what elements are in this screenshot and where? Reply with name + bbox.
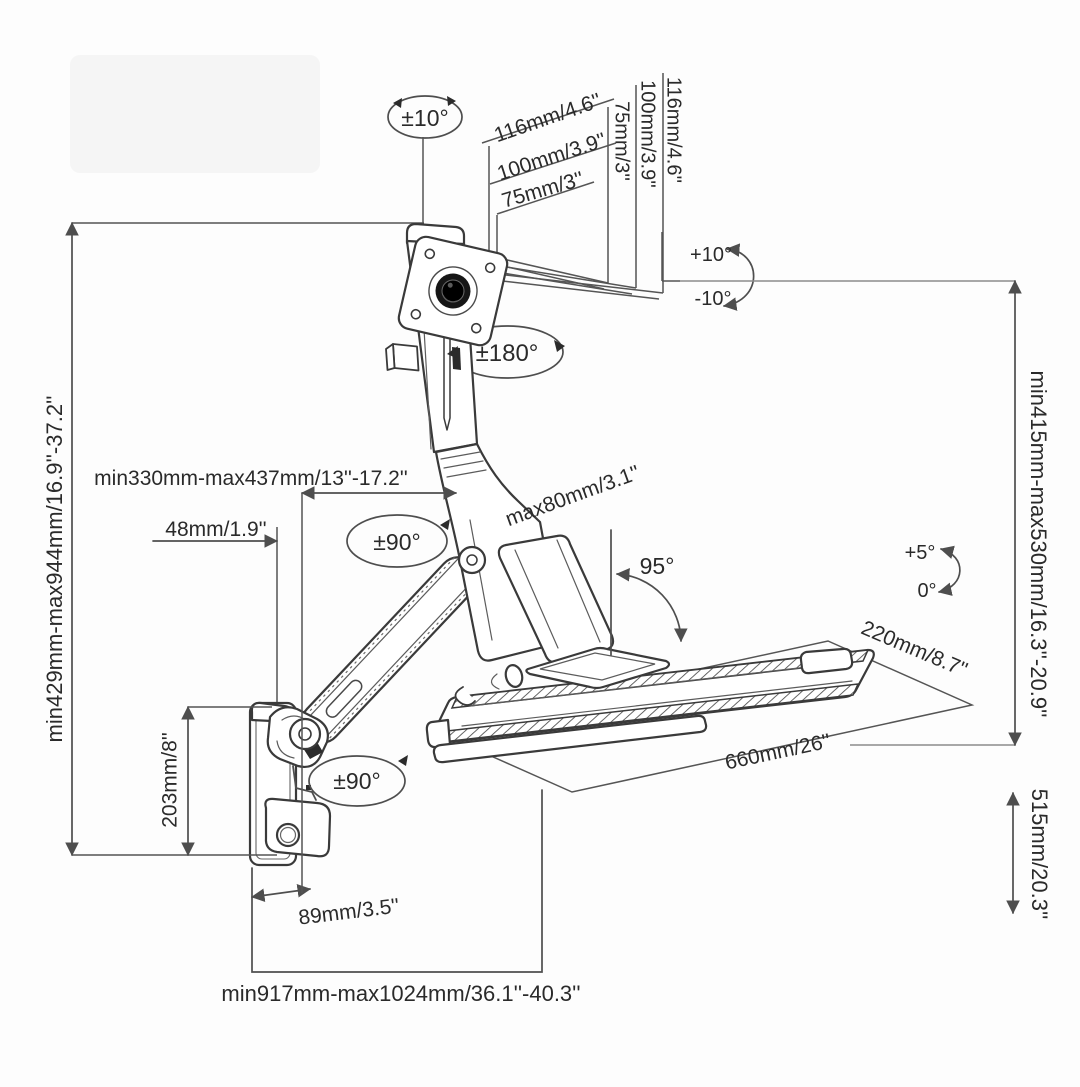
- arm-lower-joint-pin: [298, 727, 312, 741]
- tilt-arc: [722, 243, 755, 311]
- label-tray-tilt-up: +5°: [905, 542, 936, 564]
- label-height-left: min429mm-max944mm/16.9''-37.2'': [42, 396, 67, 743]
- vesa-underline-116: [481, 98, 615, 144]
- label-rotation-180: ±180°: [476, 340, 539, 367]
- boss-dot: [306, 785, 311, 790]
- ball-sheen: [442, 294, 458, 303]
- tilt-arrowhead: [447, 96, 456, 106]
- label-tray-width: 660mm/26'': [723, 730, 833, 775]
- boss-hole-inner: [279, 826, 297, 844]
- vesa-ring: [428, 266, 478, 316]
- swivel-upper-ellipse: [346, 514, 448, 568]
- label-bottom-clearance: 515mm/20.3'': [1027, 789, 1052, 920]
- label-tray-depth: 220mm/8.7'': [858, 616, 971, 681]
- label-tilt: ±10°: [401, 105, 448, 131]
- tray-mount-plate: [525, 646, 671, 690]
- tray-tilt-arc: [937, 545, 961, 596]
- gas-spring-arm: [300, 556, 480, 744]
- dim-line-total-height: [251, 789, 543, 973]
- dim-line-plate-width: [250, 883, 312, 903]
- wall-boss: [264, 797, 332, 858]
- dimension-annotations: [65, 96, 1022, 973]
- tray-left-cap: [425, 718, 452, 749]
- ball-highlight: [447, 282, 453, 288]
- vesa-screw-hole: [484, 262, 496, 274]
- label-vesa-height-116: 116mm/4.6'': [663, 77, 685, 183]
- tilt-arrowhead: [393, 98, 402, 108]
- arm-slot: [325, 679, 363, 718]
- swivel-lower-ellipse: [308, 755, 406, 807]
- vesa-leader-3: [475, 271, 664, 300]
- label-tray-angle: 95°: [640, 553, 675, 579]
- angle-95-arc: [615, 567, 688, 643]
- label-swivel-lower: ±90°: [333, 768, 380, 794]
- vesa-underline-75: [496, 181, 595, 215]
- cable-clip: [392, 343, 420, 372]
- label-wall-offset: 48mm/1.9'': [165, 518, 266, 541]
- label-tray-tilt-zero: 0°: [917, 580, 936, 602]
- label-slide: max80mm/3.1'': [502, 461, 642, 531]
- label-plate-height: 203mm/8'': [159, 732, 182, 828]
- hinge-step: [292, 765, 317, 801]
- swivel-arrowhead: [398, 755, 408, 766]
- tray-surface-lines: [461, 661, 853, 727]
- arm-shading: [324, 579, 480, 744]
- rotation-arrowhead: [447, 346, 458, 358]
- label-total-height: min917mm-max1024mm/36.1''-40.3'': [221, 981, 580, 1006]
- arm-edge-line: [321, 576, 478, 742]
- vesa-screw-hole: [470, 322, 482, 334]
- label-reach: min330mm-max437mm/13''-17.2'': [94, 467, 408, 490]
- label-vesa-height-75: 75mm/3'': [611, 101, 633, 181]
- vesa-screw-hole: [424, 248, 436, 260]
- tilt-knob: [504, 664, 524, 688]
- tray-back-rim: [450, 649, 870, 709]
- lift-link-curl-2: [490, 673, 500, 690]
- wall-mount: [248, 701, 332, 867]
- vesa-plate: [397, 235, 509, 347]
- swivel-arrowhead: [440, 519, 450, 530]
- workstation-drawing: [248, 222, 875, 867]
- cable-clip-side: [385, 343, 396, 371]
- wrist-rest-bar: [432, 714, 708, 764]
- lift-link-curl: [454, 686, 476, 706]
- label-height-right: min415mm-max530mm/16.3''-20.9'': [1026, 371, 1051, 718]
- label-swivel-upper: ±90°: [373, 529, 420, 555]
- vesa-screw-hole: [410, 308, 422, 320]
- tray-mount-plate-inner: [539, 652, 656, 681]
- arm-shading: [300, 556, 456, 721]
- label-vesa-height-100: 100mm/3.9'': [637, 80, 659, 188]
- label-plate-width: 89mm/3.5'': [297, 894, 400, 929]
- bend-inner-line: [469, 519, 493, 641]
- vesa-underline-100: [489, 142, 617, 185]
- keyboard-tray: [425, 646, 875, 764]
- scan-shading: [70, 55, 320, 173]
- label-tilt-up: +10°: [690, 244, 732, 266]
- bend-hatch: [440, 451, 487, 478]
- rotation-arrowhead: [554, 340, 565, 352]
- tilt-ellipse: [387, 95, 463, 139]
- tray-right-pad: [799, 647, 854, 675]
- label-tilt-down: -10°: [695, 288, 732, 310]
- monitor-top-tick: [661, 232, 680, 282]
- arm-upper-joint-pin: [466, 554, 478, 566]
- background-dimension-lines: [72, 73, 975, 793]
- arm-edge-line: [302, 558, 459, 724]
- sleeve-inner-lines: [514, 539, 601, 649]
